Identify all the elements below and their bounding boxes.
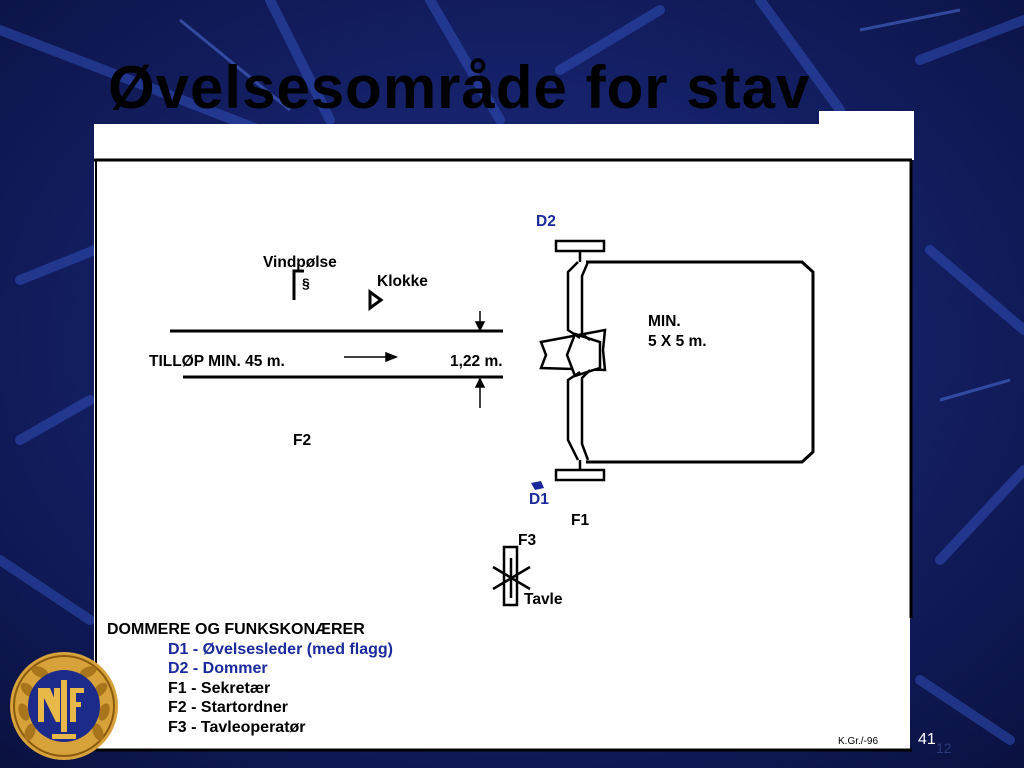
- clock-label: Klokke: [377, 273, 428, 290]
- legend-heading: DOMMERE OG FUNKSKONÆRER: [107, 621, 365, 638]
- nfif-logo-icon: [10, 652, 118, 760]
- clock-icon: [368, 289, 384, 311]
- runway: [170, 329, 503, 379]
- label-d1: D1: [529, 491, 549, 508]
- runway-width-label: 1,22 m.: [450, 353, 503, 370]
- credit: K.Gr./-96: [838, 736, 879, 747]
- legend-item-d1: D1 - Øvelsesleder (med flagg): [168, 640, 393, 658]
- flag-icon: [531, 481, 544, 490]
- legend-item-f3: F3 - Tavleoperatør: [168, 718, 306, 736]
- board-icon: [492, 545, 531, 607]
- page-number: 41: [918, 731, 936, 748]
- wind-sock-icon: [292, 269, 304, 300]
- landing-area: [586, 260, 815, 464]
- label-f3: F3: [518, 532, 536, 549]
- wind-sock-label: Vindpølse: [263, 254, 337, 271]
- label-d2: D2: [536, 213, 556, 230]
- legend: DOMMERE OG FUNKSKONÆRER D1 - Øvelseslede…: [107, 620, 393, 737]
- legend-item-d2: D2 - Dommer: [168, 660, 268, 677]
- label-f2: F2: [293, 432, 311, 449]
- board-label: Tavle: [524, 591, 563, 608]
- label-f1: F1: [571, 512, 589, 529]
- page-number-ghost: 12: [936, 740, 952, 756]
- slide-title: Øvelsesområde for stav: [108, 54, 811, 121]
- width-markers: [474, 311, 486, 408]
- legend-item-f2: F2 - Startordner: [168, 699, 289, 716]
- legend-item-f1: F1 - Sekretær: [168, 679, 271, 697]
- paragraph-symbol: §: [302, 275, 310, 291]
- runway-arrow: [344, 351, 399, 363]
- standards-icon: [554, 239, 606, 482]
- landing-label-line2: 5 X 5 m.: [648, 333, 707, 350]
- runway-label: TILLØP MIN. 45 m.: [149, 353, 285, 370]
- landing-label-line1: MIN.: [648, 313, 681, 330]
